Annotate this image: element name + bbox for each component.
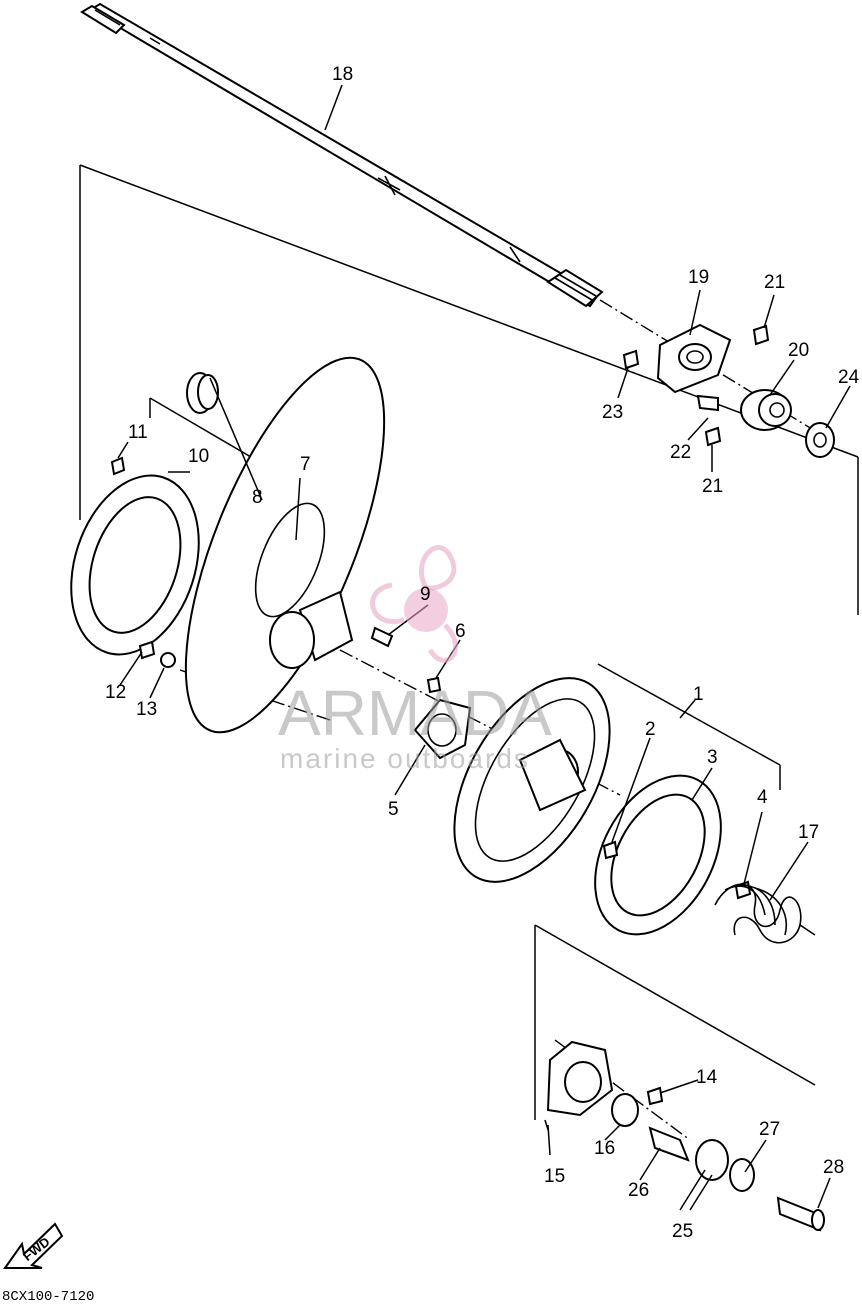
part-17-spring [714, 883, 816, 944]
callout-21a: 21 [764, 272, 785, 293]
part-5-plate [413, 698, 472, 760]
part-1-fixed-sheave [453, 677, 611, 883]
callout-20: 20 [788, 340, 809, 361]
callout-numbers: 18 19 21 20 24 23 22 21 11 10 7 8 9 6 12… [105, 64, 860, 1242]
callout-17: 17 [798, 822, 819, 843]
leader-lines [117, 84, 851, 1211]
part-18-shaft [80, 2, 604, 308]
callout-23: 23 [602, 402, 623, 423]
callout-1: 1 [693, 684, 704, 705]
callout-15: 15 [544, 1166, 565, 1187]
callout-12: 12 [105, 682, 126, 703]
small-hardware [110, 456, 442, 694]
part-10-disc [70, 474, 200, 656]
diagram-code: 8CX100-7120 [2, 1289, 95, 1305]
part-7-sheave [184, 356, 386, 734]
watermark-tagline: marine outboards [280, 743, 530, 774]
fwd-arrow: FWD [3, 1222, 64, 1269]
callout-3: 3 [707, 747, 718, 768]
callout-25: 25 [672, 1221, 693, 1242]
callout-13: 13 [136, 699, 157, 720]
callout-5: 5 [388, 799, 399, 820]
callout-2: 2 [645, 719, 656, 740]
callout-11: 11 [128, 422, 148, 443]
callout-28: 28 [823, 1157, 844, 1178]
callout-27: 27 [759, 1119, 780, 1140]
part-8-bushing [186, 372, 219, 414]
callout-18: 18 [332, 64, 353, 85]
callout-4: 4 [757, 787, 768, 808]
callout-7: 7 [300, 454, 311, 475]
watermark: ARMADA marine outboards [278, 545, 552, 774]
callout-19: 19 [688, 267, 709, 288]
parts-20-24-hardware [622, 324, 835, 458]
callout-6: 6 [455, 621, 466, 642]
callout-26: 26 [628, 1180, 649, 1201]
watermark-brand: ARMADA [278, 677, 552, 749]
callout-10: 10 [188, 446, 209, 467]
callout-21b: 21 [702, 476, 723, 497]
callout-22: 22 [670, 442, 691, 463]
part-19-bearing-housing [656, 323, 732, 394]
part-3-disc [594, 774, 722, 936]
callout-8: 8 [252, 487, 263, 508]
callout-9: 9 [420, 584, 431, 605]
callout-14: 14 [696, 1067, 718, 1088]
callout-24: 24 [838, 367, 860, 388]
callout-16: 16 [594, 1138, 615, 1159]
